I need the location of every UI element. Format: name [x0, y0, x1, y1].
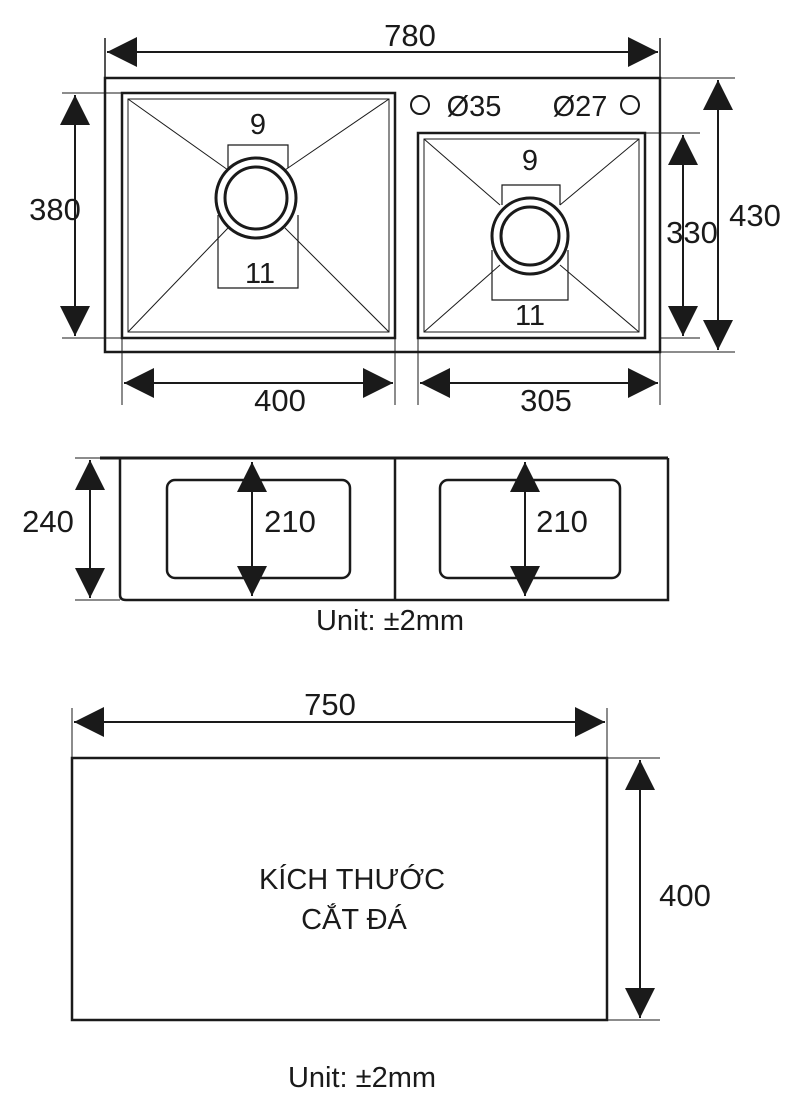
right-bowl-width-label: 305: [520, 383, 572, 418]
right-bowl: 9 11: [416, 131, 647, 340]
right-bowl-height-label: 210: [536, 504, 588, 539]
hole-left-label: Ø35: [447, 91, 502, 123]
cutout-title-line2: CẮT ĐÁ: [301, 902, 407, 936]
cutout-depth-label: 400: [659, 878, 711, 913]
tap-hole-right: [620, 95, 640, 115]
top-view: 780 9 11: [29, 18, 781, 418]
sink-outline: [103, 76, 662, 354]
tap-hole-left: [410, 95, 430, 115]
right-bowl-depth-label: 330: [666, 215, 718, 250]
left-drain: [214, 156, 298, 240]
cutout-unit-note: Unit: ±2mm: [288, 1062, 436, 1094]
overall-width-label: 780: [384, 18, 436, 53]
side-unit-note: Unit: ±2mm: [316, 605, 464, 637]
cutout-width-label: 750: [304, 687, 356, 722]
left-bowl-depth-label: 380: [29, 192, 81, 227]
left-bowl-width-label: 400: [254, 383, 306, 418]
side-view: 240 210 210 Unit: ±2mm: [22, 456, 670, 637]
cutout-title-line1: KÍCH THƯỚC: [259, 863, 445, 896]
hole-right-label: Ø27: [553, 91, 608, 123]
side-height-label: 240: [22, 504, 74, 539]
left-bowl-height-label: 210: [264, 504, 316, 539]
overall-depth-label: 430: [729, 198, 781, 233]
right-drain-bottom-label: 11: [515, 300, 545, 332]
left-bowl: 9 11: [120, 91, 397, 340]
cutout-view: 750 KÍCH THƯỚC CẮT ĐÁ 400 Unit: ±2mm: [70, 687, 711, 1094]
left-drain-bottom-label: 11: [245, 258, 275, 290]
cutout-rect: [70, 756, 609, 1022]
left-drain-top-label: 9: [250, 109, 266, 141]
right-drain: [490, 196, 570, 276]
right-drain-top-label: 9: [522, 145, 538, 177]
